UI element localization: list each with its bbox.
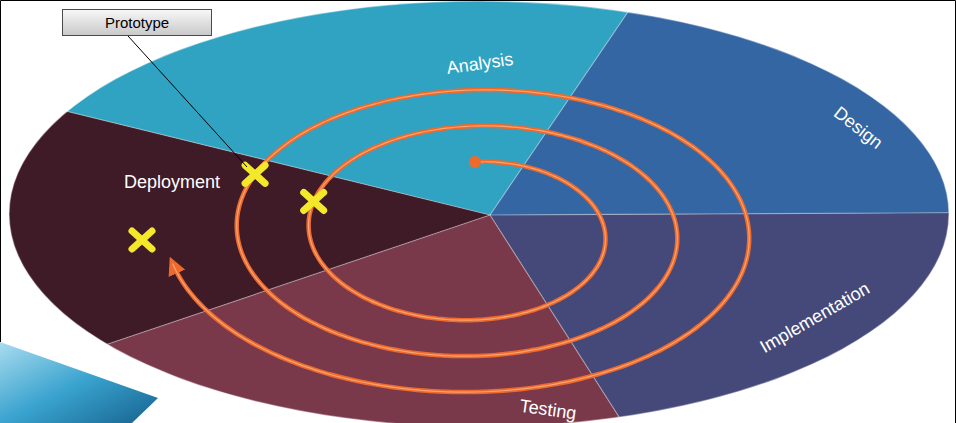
phase-label: Implementation: [756, 278, 873, 358]
corner-decoration: [0, 342, 158, 423]
spiral-start: [469, 156, 481, 168]
deployment-sector: [0, 46, 490, 423]
callout-box: Prototype: [62, 9, 212, 36]
phase-label: Design: [829, 102, 886, 153]
cross-mark: [304, 192, 324, 210]
callout-text: Prototype: [105, 14, 169, 31]
phase-label: Analysis: [445, 49, 514, 79]
spiral-path: [173, 90, 750, 392]
phase-label: Testing: [518, 396, 577, 423]
phase-label: Deployment: [124, 172, 220, 193]
cross-mark: [132, 231, 152, 249]
leader-line: [128, 36, 247, 167]
cross-mark: [245, 165, 265, 183]
spiral-outline: [9, 1, 949, 423]
spiral-line: [173, 90, 750, 392]
spiral-highlight: [173, 90, 750, 392]
